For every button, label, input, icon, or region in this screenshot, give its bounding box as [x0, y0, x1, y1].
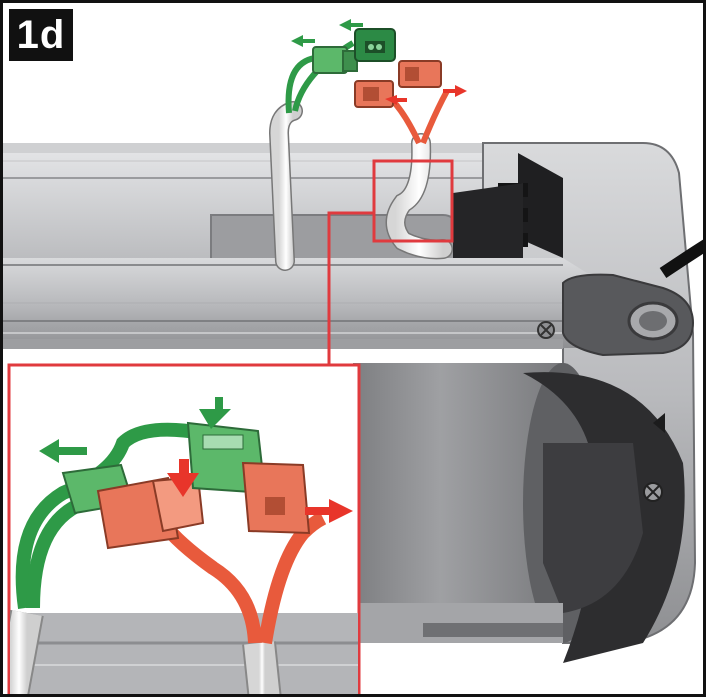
leader-line — [327, 211, 374, 365]
red-connector-female — [398, 60, 442, 88]
green-arrow-left-icon — [339, 19, 363, 31]
green-connector-male — [312, 46, 358, 74]
left-arrow-icon — [39, 439, 87, 463]
red-arrow-right-icon — [443, 85, 467, 97]
inset-red-connector-male — [96, 475, 205, 550]
rail-assembly — [3, 142, 703, 663]
step-label: 1d — [9, 9, 73, 61]
inset-red-connector-female — [241, 461, 311, 535]
down-arrow-icon — [199, 397, 231, 429]
right-arrow-icon — [305, 499, 353, 523]
green-connector-female — [354, 28, 396, 62]
screw-icon — [643, 482, 663, 502]
assembly-illustration — [3, 19, 703, 694]
detail-callout — [327, 159, 454, 365]
wiring-top — [268, 19, 467, 271]
power-cable — [659, 239, 703, 278]
highlight-box — [372, 159, 454, 243]
down-arrow-icon — [167, 459, 199, 497]
red-arrow-right-icon — [385, 95, 407, 105]
screw-icon — [537, 321, 555, 339]
red-connector-male — [354, 80, 394, 108]
green-arrow-left-icon — [291, 35, 315, 47]
detail-inset — [7, 363, 361, 694]
